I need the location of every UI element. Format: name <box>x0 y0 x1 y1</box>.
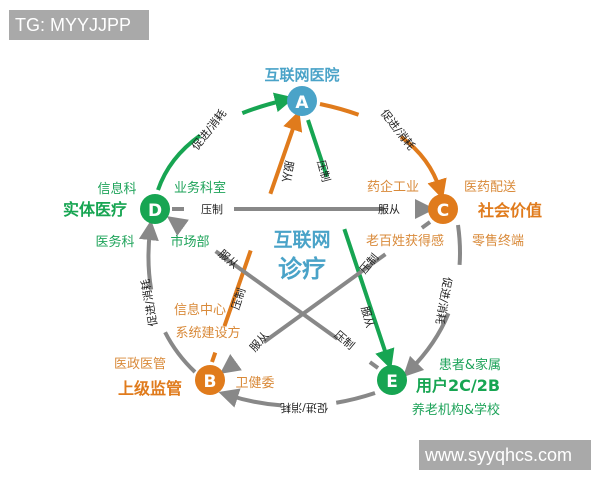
node-a-letter: A <box>295 93 309 113</box>
watermark-top-left: TG: MYYJJPP <box>9 10 149 40</box>
label-c-b-obey: 服从 <box>247 329 271 354</box>
edge-e-d <box>166 216 380 370</box>
node-c-tag: 零售终端 <box>472 233 524 249</box>
label-a-e-suppress: 压制 <box>314 159 332 184</box>
label-d-c-suppress: 压制 <box>201 203 223 216</box>
label-d-a: 促进/消耗 <box>189 106 229 152</box>
node-b-letter: B <box>204 372 217 392</box>
edge-e-b <box>218 388 376 409</box>
node-b-tag: 卫健委 <box>235 376 274 391</box>
node-c-tag: 医药配送 <box>464 180 516 195</box>
label-b-a-suppress: 压制 <box>229 286 248 311</box>
watermark-bottom-right: www.syyqhcs.com <box>419 440 591 470</box>
edge-c-e <box>402 224 462 378</box>
node-e-letter: E <box>386 372 398 392</box>
node-b-title: 上级监管 <box>118 379 182 398</box>
center-line1: 互联网 <box>273 229 330 251</box>
node-b-tag: 医政医管 <box>114 357 166 372</box>
node-e-title: 用户2C/2B <box>416 376 500 395</box>
label-a-c: 促进/消耗 <box>378 106 418 152</box>
node-d <box>140 194 170 224</box>
label-e-b: 促进/消耗 <box>280 401 328 415</box>
node-c-title: 社会价值 <box>477 201 542 220</box>
node-c-letter: C <box>437 201 449 221</box>
label-b-a-obey: 服从 <box>279 160 296 184</box>
node-e-tag: 养老机构&学校 <box>412 402 500 418</box>
node-c-tag: 老百姓获得感 <box>366 233 444 249</box>
node-e <box>377 365 407 395</box>
node-c <box>428 194 458 224</box>
label-c-e: 促进/消耗 <box>433 276 455 325</box>
node-d-tag: 业务科室 <box>174 180 226 196</box>
node-a-title: 互联网医院 <box>264 66 339 84</box>
edge-b-d <box>138 220 197 374</box>
edge-d-a <box>156 92 295 191</box>
center-line2: 诊疗 <box>278 255 326 283</box>
node-b-tag: 系统建设方 <box>175 325 240 341</box>
label-d-c-obey: 服从 <box>378 203 400 216</box>
node-c-tag: 药企工业 <box>367 179 419 195</box>
node-e-tag: 患者&家属 <box>439 357 501 373</box>
label-e-d-suppress: 压制 <box>332 328 357 352</box>
label-a-e-obey: 服从 <box>358 305 376 330</box>
node-b <box>195 365 225 395</box>
node-d-tag: 信息科 <box>97 181 136 197</box>
node-d-letter: D <box>148 201 162 221</box>
edge-a-c <box>319 102 447 200</box>
node-d-tag: 市场部 <box>170 234 209 250</box>
node-d-title: 实体医疗 <box>63 200 127 219</box>
node-a <box>287 86 317 116</box>
edge-b-a <box>210 110 303 363</box>
edge-c-b <box>219 220 432 374</box>
node-b-tag: 信息中心 <box>174 302 226 318</box>
label-b-d: 促进/消耗 <box>138 278 160 327</box>
node-d-tag: 医务科 <box>95 234 134 250</box>
edge-a-e <box>306 119 395 370</box>
